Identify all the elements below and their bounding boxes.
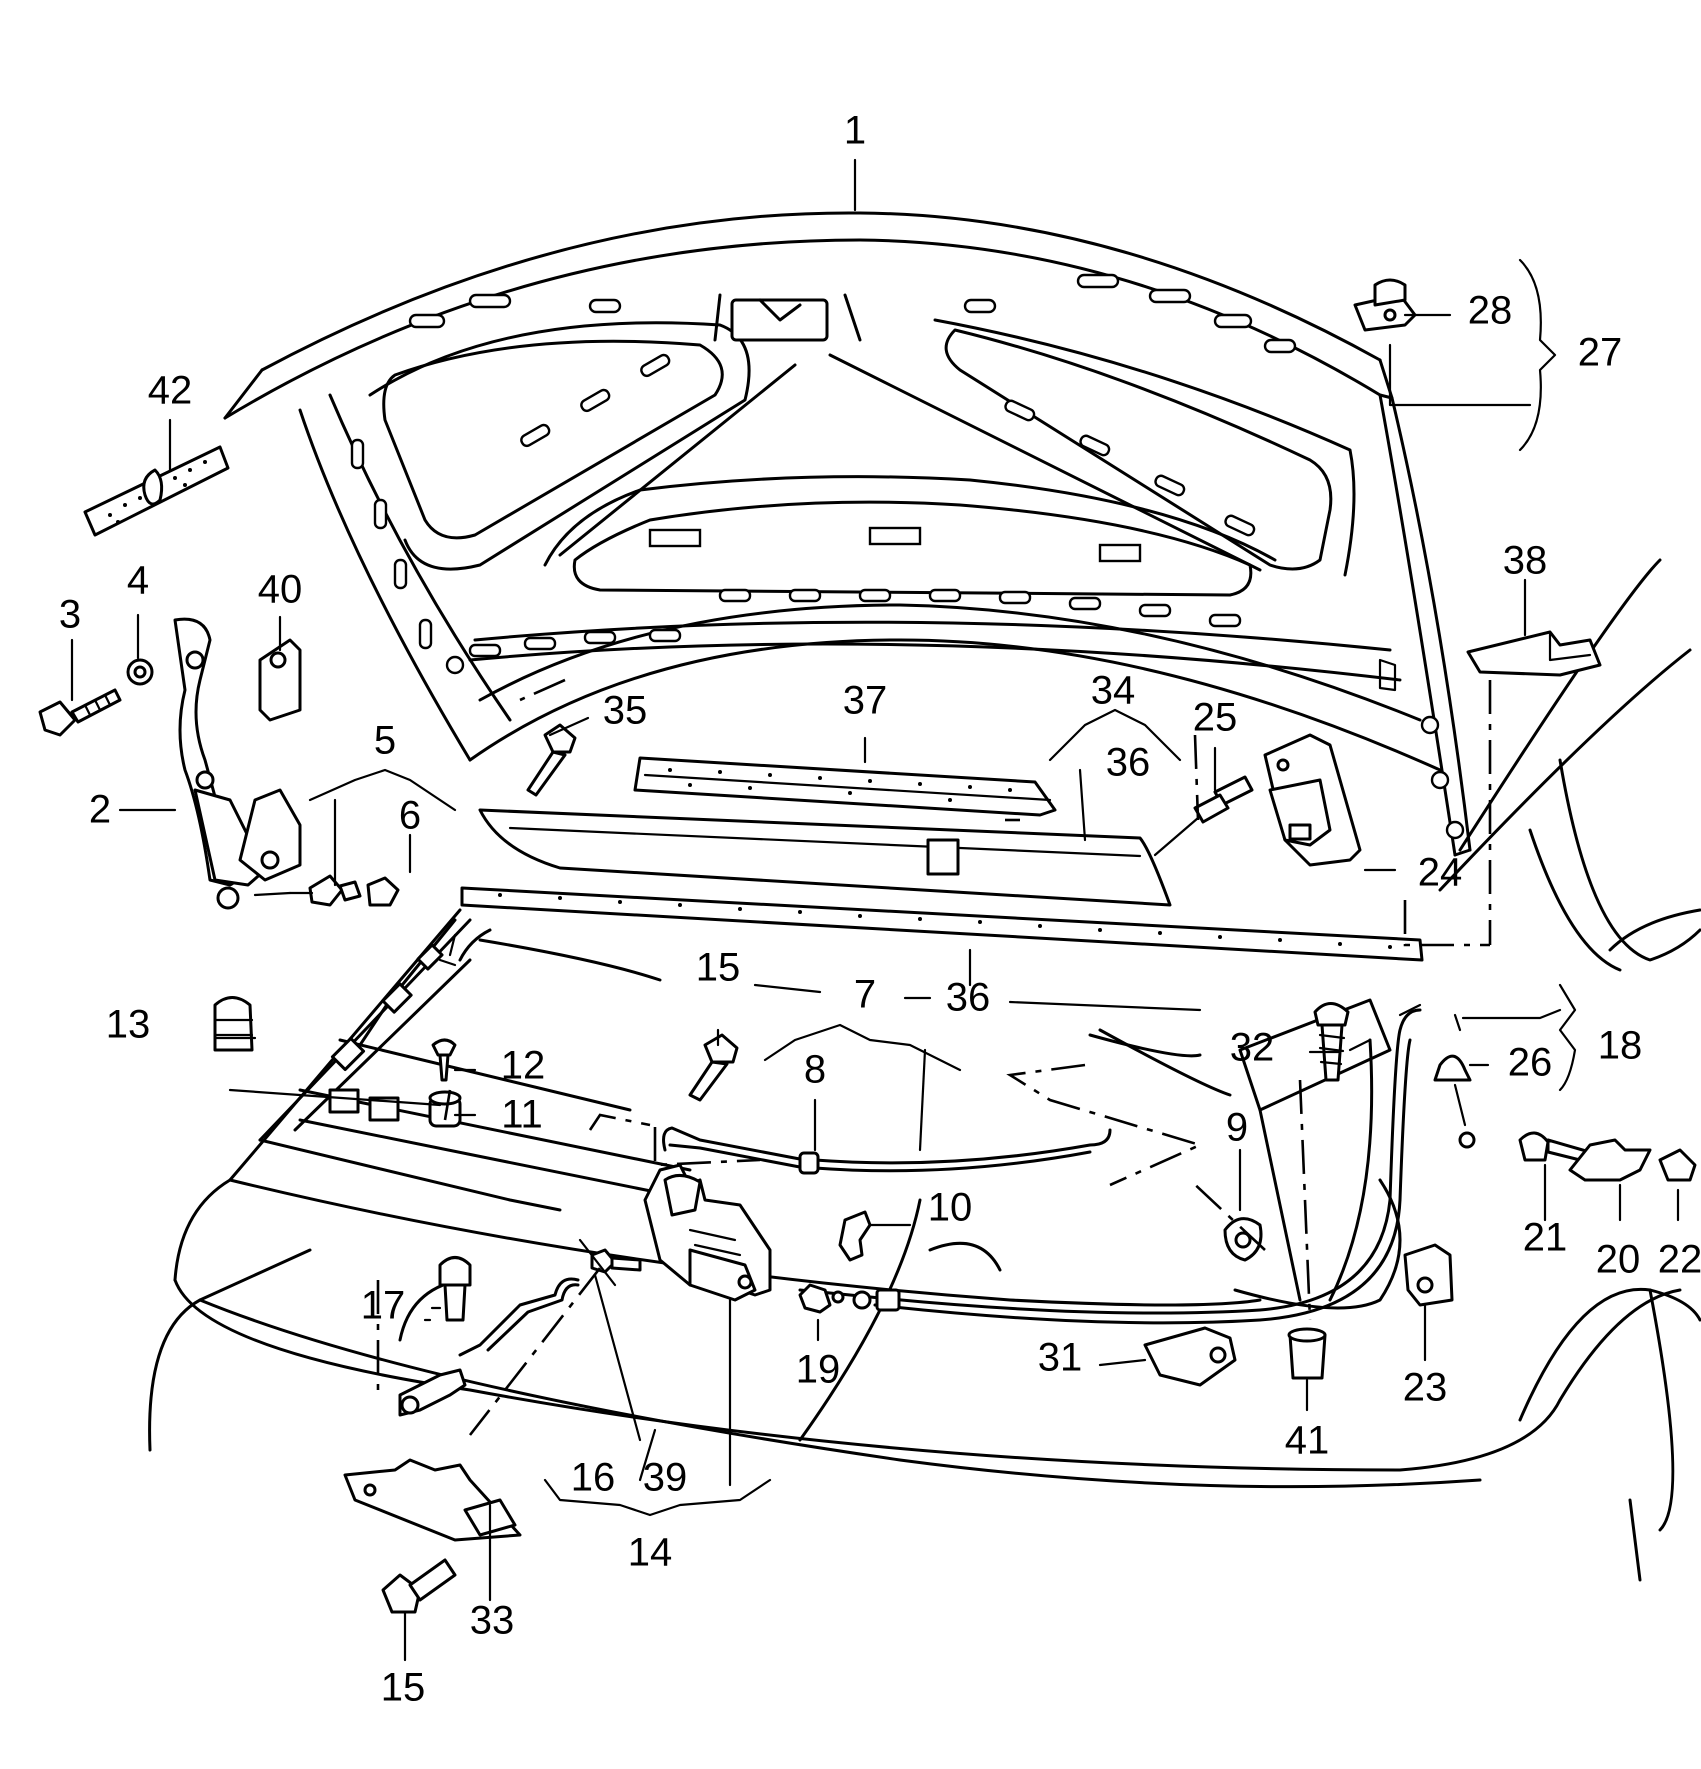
- bolt-15-bottom: [381, 1558, 457, 1614]
- bracket-33: [343, 1458, 522, 1542]
- callout-2: 2: [89, 788, 111, 832]
- callout-22: 22: [1658, 1238, 1701, 1282]
- callout-15-bottom: 15: [381, 1666, 426, 1710]
- callout-32: 32: [1230, 1026, 1275, 1070]
- rivet-25: [1153, 775, 1254, 857]
- callout-31: 31: [1038, 1336, 1083, 1380]
- callout-14: 14: [628, 1531, 673, 1575]
- bumper-stop-28: [1353, 278, 1417, 332]
- callout-36-center: 36: [946, 976, 991, 1020]
- callout-3: 3: [59, 593, 81, 637]
- callout-18: 18: [1598, 1024, 1643, 1068]
- hood-latch-14: [643, 1163, 772, 1302]
- bolt-32: [1313, 1002, 1350, 1082]
- callout-34: 34: [1091, 669, 1136, 713]
- callout-23: 23: [1403, 1366, 1448, 1410]
- callout-24: 24: [1418, 851, 1463, 895]
- screw-12: [431, 1038, 457, 1082]
- release-cable-7: [662, 1008, 1422, 1325]
- safety-catch-rod-16: [458, 1277, 580, 1357]
- foam-strip-36: [460, 886, 1424, 962]
- callout-labels: 1 2 3 4 5 6 7 8 9 10 11 12 13 14 15 15 1…: [59, 109, 1701, 1710]
- rubber-buffer-13: [213, 996, 254, 1052]
- bolt-15-center: [688, 1033, 739, 1102]
- callout-19: 19: [796, 1348, 841, 1392]
- callout-5: 5: [374, 719, 396, 763]
- clip-26: [1433, 1054, 1476, 1149]
- bracket-38: [1466, 630, 1602, 677]
- callout-42: 42: [148, 369, 193, 413]
- callout-15-center: 15: [696, 946, 741, 990]
- release-lever-39: [590, 1248, 642, 1274]
- callout-39: 39: [643, 1456, 688, 1500]
- callout-28: 28: [1468, 289, 1513, 333]
- callout-20: 20: [1596, 1238, 1641, 1282]
- callout-33: 33: [470, 1599, 515, 1643]
- clip-23: [1403, 1243, 1454, 1307]
- callout-9: 9: [1226, 1106, 1248, 1150]
- grommet-11: [428, 1090, 462, 1128]
- callout-16: 16: [571, 1456, 616, 1500]
- vehicle-front-body: [148, 558, 1701, 1582]
- hood-panel: [223, 211, 1472, 857]
- bolt-35: [526, 723, 577, 797]
- callout-41: 41: [1285, 1419, 1330, 1463]
- callout-27: 27: [1578, 331, 1623, 375]
- callout-13: 13: [106, 1003, 151, 1047]
- callout-7: 7: [854, 973, 876, 1017]
- hood-hinge-assembly: [38, 617, 400, 910]
- leader-lines: [70, 158, 1680, 1662]
- callout-1: 1: [844, 109, 866, 153]
- cap-nut-icon: [366, 876, 400, 907]
- callout-8: 8: [804, 1048, 826, 1092]
- callout-12: 12: [501, 1044, 546, 1088]
- insulation-strip-42: [83, 445, 230, 537]
- callout-37: 37: [843, 679, 888, 723]
- alignment-lines: [376, 678, 1492, 1436]
- callout-38: 38: [1503, 539, 1548, 583]
- callout-4: 4: [127, 559, 149, 603]
- bolt-17: [438, 1256, 472, 1322]
- hood-slots: [350, 273, 1465, 840]
- clip-9: [1223, 1217, 1263, 1262]
- callout-25: 25: [1193, 696, 1238, 740]
- callout-35: 35: [603, 689, 648, 733]
- cable-clip-10: [838, 1210, 872, 1262]
- callout-11: 11: [501, 1093, 543, 1137]
- callout-21: 21: [1523, 1216, 1568, 1260]
- seal-strip-37: [633, 756, 1057, 817]
- cable-holder-19: [798, 1283, 901, 1314]
- callout-10: 10: [928, 1186, 973, 1230]
- callout-40: 40: [258, 568, 303, 612]
- bracket-31: [1143, 1326, 1237, 1387]
- callout-17: 17: [361, 1284, 406, 1328]
- hood-support-20-21-22: [1518, 1131, 1697, 1182]
- striker-plate-24: [1263, 658, 1397, 867]
- channel-34: [478, 808, 1172, 907]
- hex-bolt-icon: [38, 700, 77, 737]
- clip-17-bottom: [398, 1368, 467, 1417]
- callout-6: 6: [399, 794, 421, 838]
- callout-36-top: 36: [1106, 741, 1151, 785]
- plug-41: [1287, 1327, 1327, 1380]
- callout-26: 26: [1508, 1041, 1553, 1085]
